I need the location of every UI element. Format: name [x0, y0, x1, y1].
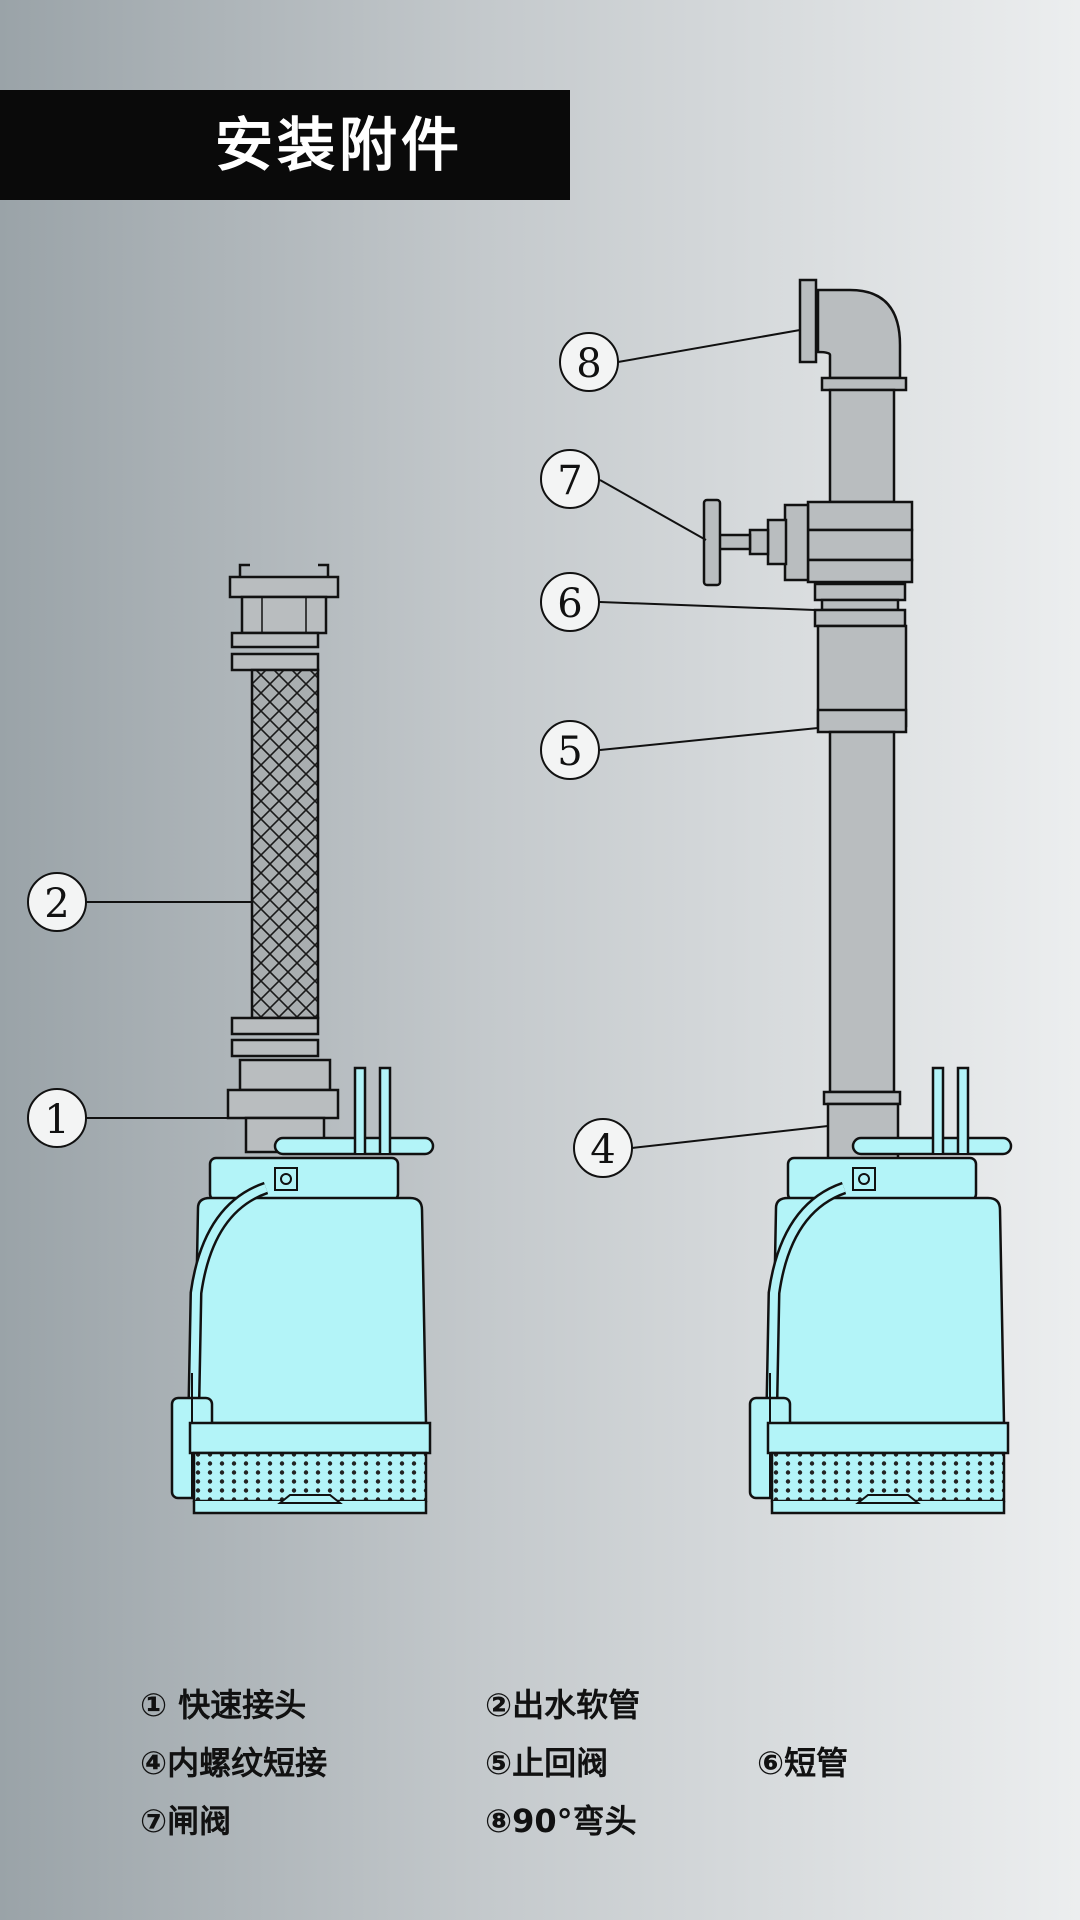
title-bar: 安装附件 [0, 90, 570, 200]
legend-label: 快速接头 [167, 1686, 307, 1724]
legend-item-5: ⑤止回阀 [485, 1738, 608, 1784]
legend-marker: ⑧ [485, 1802, 513, 1840]
callout-5: 5 [540, 720, 600, 780]
legend-label: 90°弯头 [512, 1802, 637, 1840]
legend-label: 短管 [784, 1744, 849, 1782]
page-title: 安装附件 [215, 111, 464, 179]
svg-text:8: 8 [576, 341, 601, 387]
legend-marker: ④ [140, 1744, 168, 1782]
legend-item-7: ⑦闸阀 [140, 1796, 231, 1842]
legend-item-6: ⑥短管 [757, 1738, 848, 1784]
callout-7: 7 [540, 449, 600, 509]
legend-marker: ⑥ [757, 1744, 785, 1782]
legend-marker: ① [140, 1686, 168, 1724]
legend-label: 内螺纹短接 [167, 1744, 328, 1782]
callout-6: 6 [540, 572, 600, 632]
legend-label: 出水软管 [512, 1686, 641, 1724]
legend-item-8: ⑧90°弯头 [485, 1796, 637, 1842]
svg-text:4: 4 [590, 1127, 615, 1173]
legend-label: 止回阀 [512, 1744, 609, 1782]
legend-marker: ⑦ [140, 1802, 168, 1840]
right-assembly [599, 278, 1011, 1513]
legend-item-2: ②出水软管 [485, 1680, 640, 1726]
legend-item-4: ④内螺纹短接 [140, 1738, 327, 1784]
svg-text:7: 7 [557, 458, 582, 504]
callout-4: 4 [573, 1118, 633, 1178]
callout-8: 8 [559, 332, 619, 392]
callout-2: 2 [27, 872, 87, 932]
svg-text:2: 2 [44, 881, 69, 927]
left-assembly [86, 563, 433, 1513]
svg-text:5: 5 [557, 729, 582, 775]
callout-1: 1 [27, 1088, 87, 1148]
legend-marker: ② [485, 1686, 513, 1724]
svg-text:1: 1 [44, 1097, 69, 1143]
legend-marker: ⑤ [485, 1744, 513, 1782]
legend-item-1: ① 快速接头 [140, 1680, 306, 1726]
svg-text:6: 6 [557, 581, 582, 627]
legend-label: 闸阀 [167, 1802, 232, 1840]
